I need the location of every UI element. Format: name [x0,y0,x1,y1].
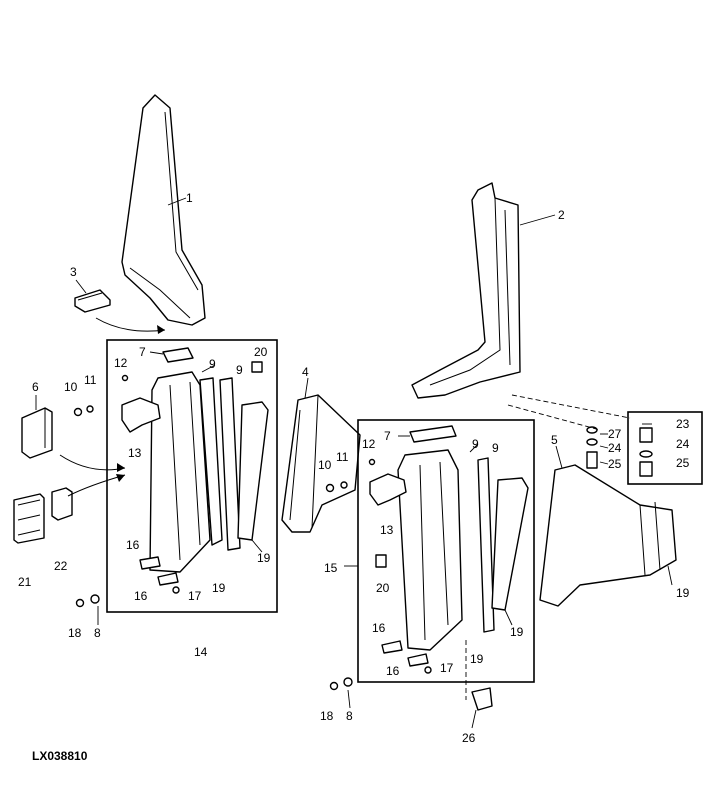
part-20-nut-left [251,361,263,373]
arrow-head-6 [117,463,125,472]
right-duct-housing [369,425,529,667]
callout-21: 21 [18,575,32,589]
callout-24a: 24 [608,441,622,455]
drawing-code: LX038810 [32,749,88,763]
callout-16a: 16 [126,538,140,552]
callout-19c: 19 [470,652,484,666]
callout-19b: 19 [257,551,271,565]
callout-2: 2 [558,208,565,222]
part-1-pillar-trim-left [121,94,206,326]
callout-18a: 18 [68,626,82,640]
part-19-seal-frame-left [237,401,269,541]
callout-13b: 13 [380,523,394,537]
callout-11b: 11 [336,450,349,464]
part-26-bracket [465,640,493,711]
callout-22: 22 [54,559,68,573]
callout-12b: 12 [362,437,376,451]
callout-10a: 10 [64,380,78,394]
callout-23: 23 [676,417,690,431]
part-3-clip [74,289,111,313]
left-fasteners [73,374,180,608]
callout-9b: 9 [236,363,243,377]
callout-15: 15 [324,561,338,575]
assembly-arrow-3 [95,317,166,332]
callout-6: 6 [32,380,39,394]
part-19-seal-frame-right [491,477,529,611]
callout-24b: 24 [676,437,690,451]
callout-9d: 9 [492,441,499,455]
callout-1: 1 [186,191,193,205]
callout-16d: 16 [386,664,400,678]
part-9-gasket-left-b [219,377,241,551]
callout-19e: 19 [676,586,690,600]
part-13-latch-right [369,473,407,506]
callout-12a: 12 [114,356,128,370]
assembly-arrow-6 [59,454,126,471]
part-20-nut-right [375,554,387,568]
callout-19d: 19 [510,625,524,639]
callout-9a: 9 [209,357,216,371]
callout-10b: 10 [318,458,332,472]
callout-8a: 8 [94,626,101,640]
callout-11a: 11 [84,373,97,387]
assembly-arrow-21 [67,474,126,497]
part-9-gasket-right [477,457,495,633]
callout-18b: 18 [320,709,334,723]
arrow-head-3 [157,325,165,334]
part-16-bracket-right-b [407,653,429,667]
callout-5: 5 [551,433,558,447]
callout-17a: 17 [188,589,202,603]
part-13-latch-left [121,397,161,433]
callout-16b: 16 [134,589,148,603]
callout-16c: 16 [372,621,386,635]
callout-9c: 9 [472,437,479,451]
callout-20b: 20 [376,581,390,595]
left-duct-housing [121,347,269,586]
callout-14: 14 [194,645,208,659]
part-7-seal-right [409,425,457,443]
part-4-duct-transition [281,394,361,533]
callout-17b: 17 [440,661,454,675]
callout-19a: 19 [212,581,226,595]
right-fasteners [325,458,432,691]
assembly-box-14 [106,339,278,613]
assembly-box-15 [357,419,535,683]
part-21-louver [13,493,45,544]
part-22-filter-insert [51,487,73,521]
callout-7a: 7 [139,345,146,359]
loose-fasteners-27-25 [586,426,598,469]
detail-box-fasteners [627,411,703,485]
callout-25b: 25 [676,456,690,470]
detail-fasteners [639,427,653,477]
arrow-head-21 [116,474,125,482]
callout-20a: 20 [254,345,268,359]
part-16-bracket-right-a [381,640,403,654]
part-5-outlet-duct [539,464,677,607]
part-7-seal-left [162,347,194,363]
reference-line-part-2 [511,394,631,419]
part-16-bracket-left-b [157,572,179,586]
leader-lines [35,197,673,729]
callout-13a: 13 [128,446,142,460]
callout-labels: 1 2 3 4 5 6 7 7 8 8 9 9 9 9 10 10 11 11 … [18,191,690,745]
callout-8b: 8 [346,709,353,723]
callout-25a: 25 [608,457,622,471]
callout-27: 27 [608,427,622,441]
callout-3: 3 [70,265,77,279]
callout-7b: 7 [384,429,391,443]
part-6-filter-pad [21,407,53,459]
part-9-gasket-left [199,377,223,546]
part-2-pillar-trim-right [411,182,521,399]
callout-26: 26 [462,731,476,745]
callout-4: 4 [302,365,309,379]
reference-line-part-2-b [507,404,601,431]
part-16-bracket-left-a [139,556,161,570]
